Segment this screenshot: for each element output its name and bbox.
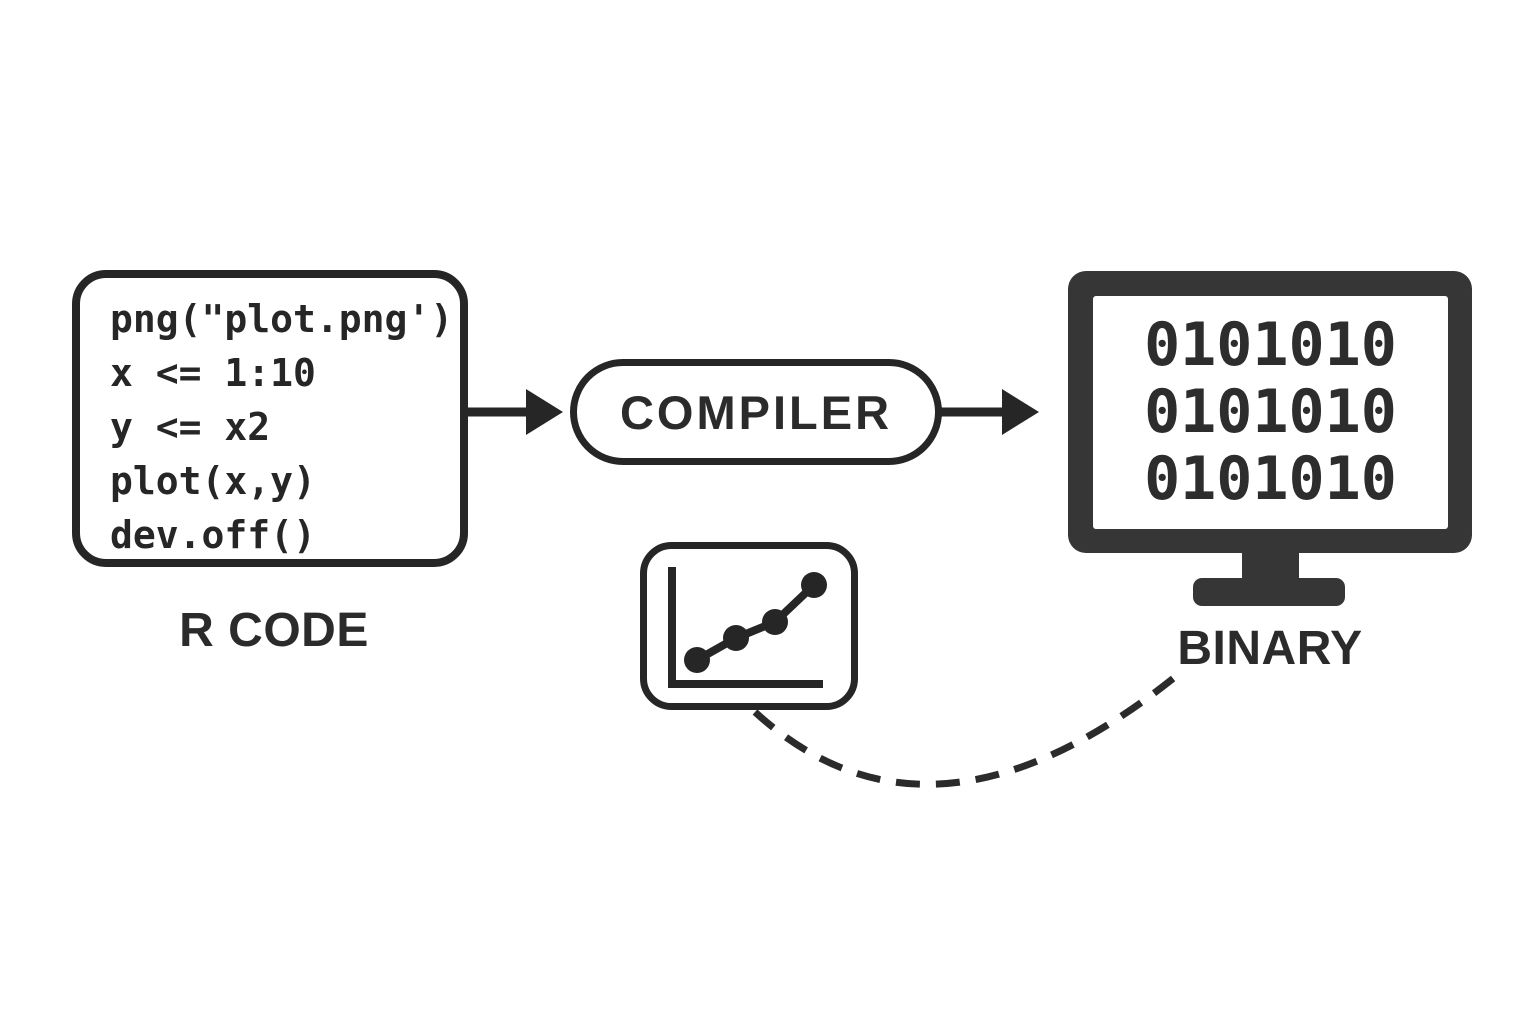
- binary-monitor-icon: 0101010 0101010 0101010: [1068, 271, 1472, 553]
- arrow-right-icon: [940, 389, 1039, 435]
- binary-line: 0101010: [1144, 377, 1397, 447]
- monitor-stand-stem: [1242, 551, 1299, 581]
- chart-point: [723, 625, 749, 651]
- code-line: y <= x2: [110, 405, 271, 449]
- r-code-box: png("plot.png') x <= 1:10 y <= x2 plot(x…: [72, 270, 468, 567]
- binary-line: 0101010: [1144, 444, 1397, 514]
- code-line: x <= 1:10: [110, 351, 316, 395]
- binary-label: BINARY: [1177, 622, 1363, 675]
- chart-trend-line: [695, 582, 817, 664]
- code-line: png("plot.png'): [110, 297, 454, 341]
- chart-point: [762, 609, 788, 635]
- monitor-stand-base: [1193, 578, 1345, 606]
- code-line: dev.off(): [110, 513, 316, 557]
- r-code-label: R CODE: [179, 604, 369, 657]
- dashed-curve-connector: [752, 670, 1183, 788]
- code-line: plot(x,y): [110, 459, 316, 503]
- line-chart-icon: [640, 542, 858, 710]
- chart-axes: [668, 567, 823, 688]
- binary-line: 0101010: [1144, 310, 1397, 380]
- monitor-screen: 0101010 0101010 0101010: [1093, 296, 1448, 529]
- compiler-node: COMPILER: [570, 359, 942, 465]
- chart-point: [801, 572, 827, 598]
- arrow-right-icon: [466, 389, 563, 435]
- compiler-label: COMPILER: [619, 385, 893, 439]
- chart-point: [684, 647, 710, 673]
